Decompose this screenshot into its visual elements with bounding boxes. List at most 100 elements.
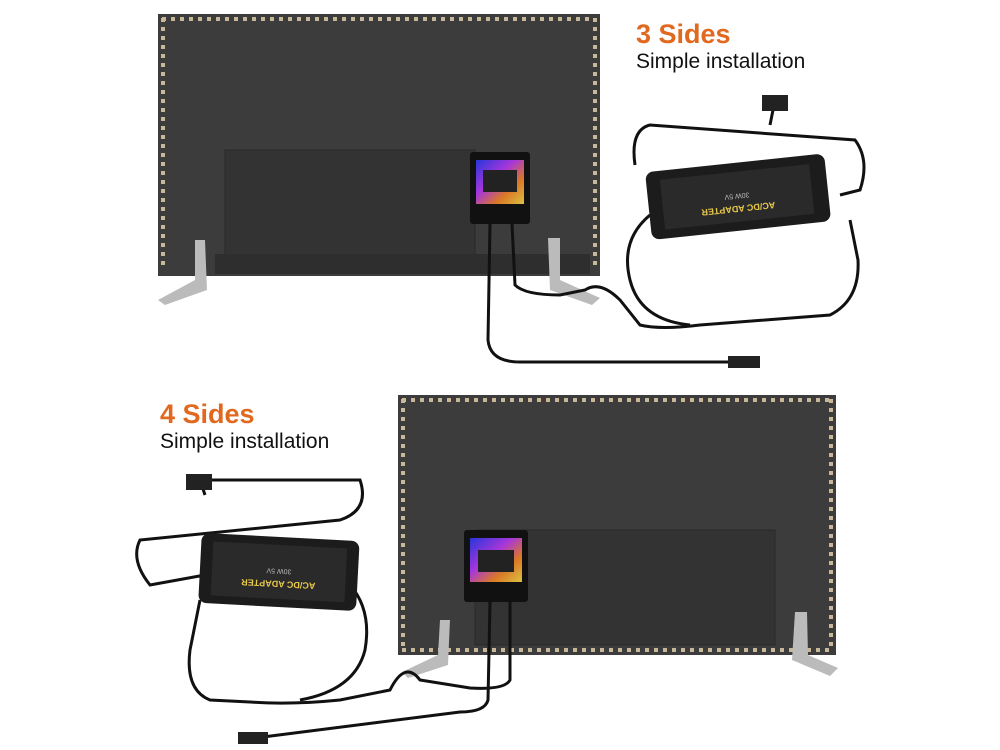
led-dot <box>654 398 658 402</box>
cables-bottom <box>135 478 512 740</box>
led-dot <box>829 489 833 493</box>
led-dot <box>576 17 580 21</box>
led-dot <box>780 398 784 402</box>
led-dot <box>717 648 721 652</box>
led-dot <box>401 624 405 628</box>
led-dot <box>492 398 496 402</box>
led-dot <box>161 207 165 211</box>
led-dot <box>528 398 532 402</box>
tv-stand-right <box>548 238 600 305</box>
led-dot <box>609 398 613 402</box>
led-dot <box>726 398 730 402</box>
led-dot <box>829 435 833 439</box>
led-dot <box>180 17 184 21</box>
led-dot <box>401 444 405 448</box>
led-dot <box>161 171 165 175</box>
led-dot <box>593 171 597 175</box>
led-dot <box>593 261 597 265</box>
adapter-rating: 30W 5V <box>266 566 292 574</box>
led-dot <box>636 648 640 652</box>
led-dot <box>593 234 597 238</box>
led-dot <box>618 648 622 652</box>
led-dot <box>401 516 405 520</box>
led-dot <box>522 17 526 21</box>
led-dot <box>593 108 597 112</box>
led-dot <box>161 27 165 31</box>
led-dot <box>510 398 514 402</box>
led-dot <box>636 398 640 402</box>
led-dot <box>161 45 165 49</box>
led-dot <box>432 17 436 21</box>
led-dot <box>306 17 310 21</box>
led-dot <box>477 17 481 21</box>
led-dot <box>708 398 712 402</box>
led-dot <box>198 17 202 21</box>
led-dot <box>161 99 165 103</box>
led-dot <box>161 18 165 22</box>
led-dot <box>161 189 165 193</box>
caption-title: 4 Sides <box>160 399 255 429</box>
led-dot <box>627 648 631 652</box>
caption-three-sides: 3 Sides Simple installation <box>636 19 806 73</box>
led-dot <box>456 398 460 402</box>
led-dot <box>762 398 766 402</box>
led-dot <box>465 648 469 652</box>
led-dot <box>405 17 409 21</box>
led-dot <box>593 153 597 157</box>
led-dot <box>270 17 274 21</box>
led-dot <box>401 534 405 538</box>
led-dot <box>401 543 405 547</box>
led-dot <box>161 63 165 67</box>
led-dot <box>829 417 833 421</box>
led-dot <box>315 17 319 21</box>
led-dot <box>401 435 405 439</box>
led-dot <box>161 90 165 94</box>
led-dot <box>573 398 577 402</box>
led-dot <box>829 498 833 502</box>
led-dot <box>549 17 553 21</box>
led-dot <box>279 17 283 21</box>
led-dot <box>654 648 658 652</box>
led-dot <box>825 398 829 402</box>
led-dot <box>351 17 355 21</box>
dc-plug-icon <box>762 95 788 111</box>
led-dot <box>771 398 775 402</box>
led-dot <box>456 648 460 652</box>
power-adapter-top: AC/DC ADAPTER 30W 5V <box>645 154 831 240</box>
power-adapter-bottom: AC/DC ADAPTER 30W 5V <box>198 533 360 611</box>
led-dot <box>816 398 820 402</box>
led-dot <box>585 17 589 21</box>
caption-subtitle: Simple installation <box>636 49 806 73</box>
led-dot <box>829 453 833 457</box>
led-dot <box>540 17 544 21</box>
led-dot <box>420 648 424 652</box>
led-dot <box>593 117 597 121</box>
led-dot <box>708 648 712 652</box>
led-dot <box>360 17 364 21</box>
led-dot <box>288 17 292 21</box>
led-dot <box>829 606 833 610</box>
usb-plug-icon <box>728 356 760 368</box>
led-dot <box>519 398 523 402</box>
led-dot <box>593 27 597 31</box>
led-dot <box>582 398 586 402</box>
led-dot <box>829 615 833 619</box>
led-dot <box>414 17 418 21</box>
led-dot <box>829 462 833 466</box>
adapter-label: AC/DC ADAPTER <box>240 577 315 591</box>
led-dot <box>555 398 559 402</box>
led-dot <box>513 17 517 21</box>
led-dot <box>438 398 442 402</box>
led-dot <box>564 648 568 652</box>
led-dot <box>829 570 833 574</box>
caption-four-sides: 4 Sides Simple installation <box>160 399 329 453</box>
led-dot <box>401 597 405 601</box>
led-dot <box>829 471 833 475</box>
led-dot <box>401 498 405 502</box>
led-dot <box>243 17 247 21</box>
led-dot <box>261 17 265 21</box>
led-dot <box>593 90 597 94</box>
led-dot <box>297 17 301 21</box>
led-dot <box>600 648 604 652</box>
led-dot <box>369 17 373 21</box>
